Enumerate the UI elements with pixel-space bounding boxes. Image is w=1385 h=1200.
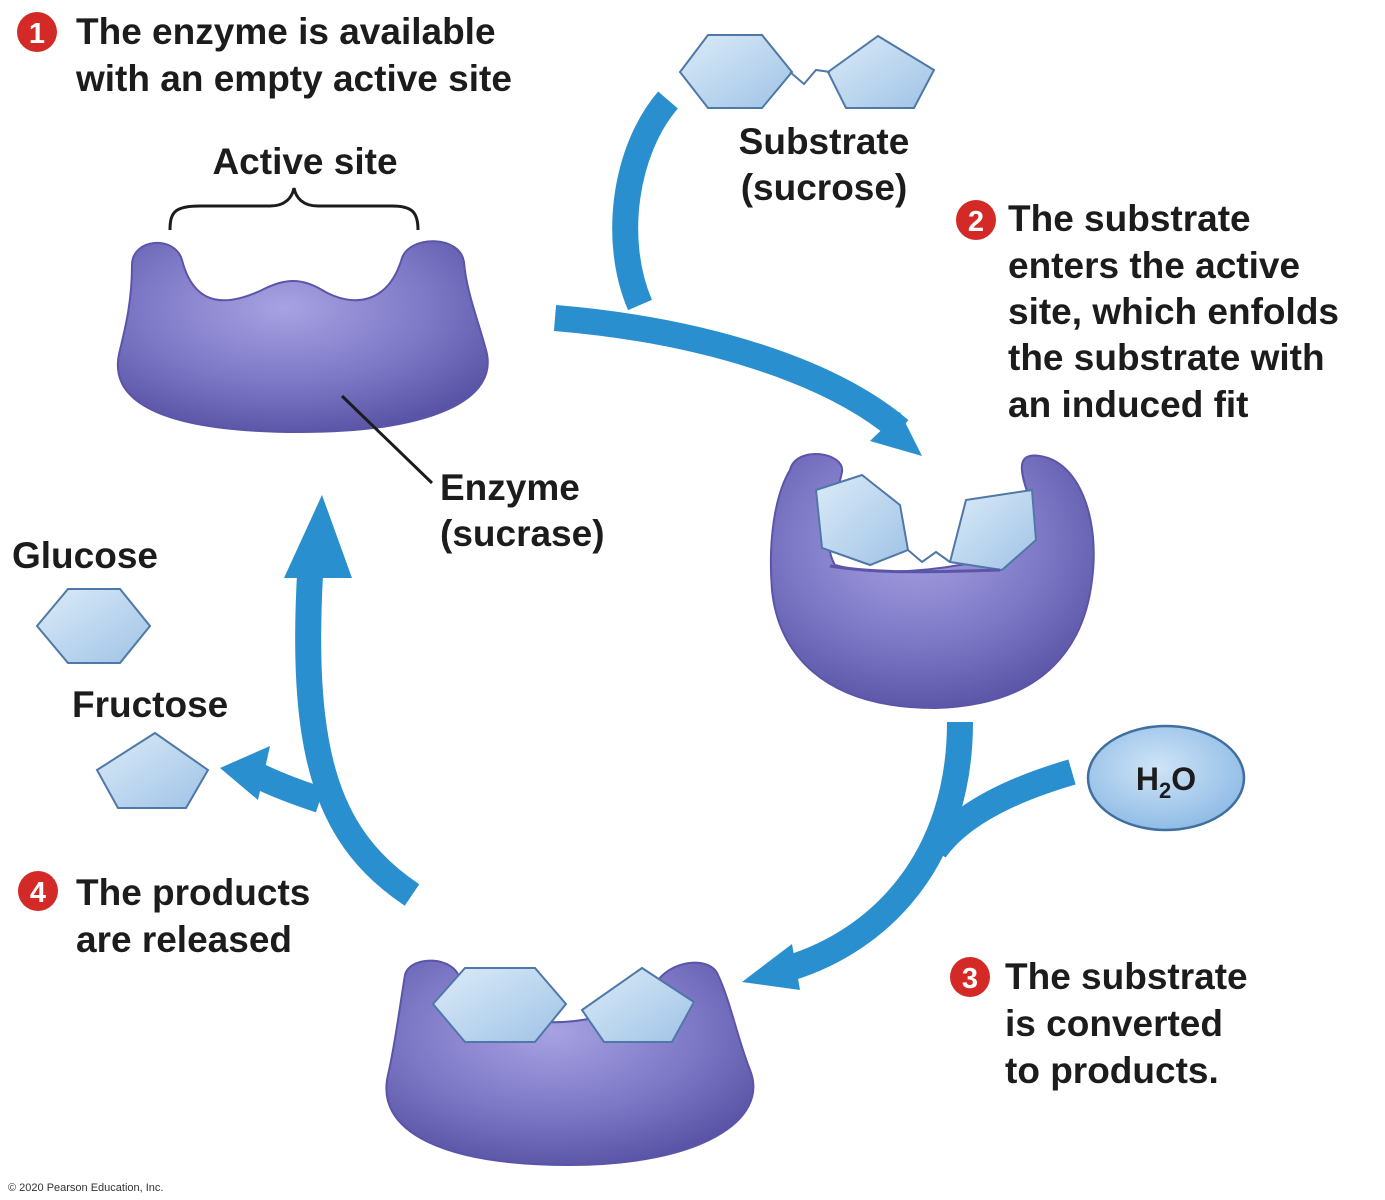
- water-entry-arrow: [924, 759, 1076, 858]
- active-site-bracket: [168, 187, 420, 231]
- substrate-entry-arrow: [612, 91, 679, 311]
- fructose-label: Fructose: [72, 684, 228, 725]
- enzyme-label: Enzyme: [440, 467, 580, 508]
- cycle-arrows: [248, 91, 1076, 981]
- step2-line-3: site, which enfolds: [1008, 291, 1339, 332]
- step3-number: 3: [962, 963, 978, 995]
- substrate-sublabel: (sucrose): [741, 167, 908, 208]
- sucrose-glucose-ring: [678, 34, 794, 109]
- enzyme-sublabel: (sucrase): [440, 513, 605, 554]
- arrowhead-to-step3: [742, 944, 800, 990]
- step1-caption: The enzyme is available with an empty ac…: [75, 11, 512, 99]
- step2-line-1: The substrate: [1008, 198, 1251, 239]
- enzyme-pointer-line: [340, 394, 434, 485]
- step1-line-1: The enzyme is available: [76, 11, 496, 52]
- water-oval: [1086, 724, 1246, 832]
- glucose-label: Glucose: [12, 535, 158, 576]
- step-badges: 1 2 3 4: [17, 12, 996, 997]
- active-site-label: Active site: [212, 141, 397, 182]
- arrowhead-to-step2: [870, 412, 922, 456]
- substrate-label: Substrate: [739, 121, 910, 162]
- sucrose-fructose-ring: [826, 34, 936, 109]
- sucrose-bond: [789, 68, 831, 86]
- step2-line-2: enters the active: [1008, 245, 1300, 286]
- fructose-icon: [95, 731, 210, 809]
- step2-line-4: the substrate with: [1008, 337, 1325, 378]
- step2-number: 2: [968, 206, 984, 238]
- step4-caption: The products are released: [76, 872, 310, 960]
- step2-line-5: an induced fit: [1008, 384, 1249, 425]
- step3-badge: [950, 957, 990, 997]
- step3-line-3: to products.: [1005, 1050, 1219, 1091]
- enzyme-products-complex: [385, 959, 755, 1167]
- arrowheads: [220, 412, 922, 990]
- arrow-step1-to-step2: [553, 305, 909, 440]
- arrowhead-product-release: [220, 746, 270, 800]
- step2-badge: [956, 200, 996, 240]
- released-products: [35, 588, 210, 809]
- water-molecule: H2O: [1086, 724, 1246, 832]
- arrow-step4-to-step1: [295, 574, 420, 906]
- bound-fructose-ring: [948, 488, 1038, 572]
- arrow-step2-to-step3: [786, 721, 973, 981]
- step4-line-2: are released: [76, 919, 292, 960]
- enzyme-substrate-complex: [769, 453, 1095, 710]
- step1-line-2: with an empty active site: [75, 58, 512, 99]
- enzyme-empty: [117, 240, 489, 434]
- arrowhead-to-step1: [284, 495, 352, 578]
- sucrose-molecule: [678, 34, 936, 109]
- step1-number: 1: [29, 18, 45, 50]
- bound-bond: [907, 549, 951, 564]
- step4-number: 4: [30, 877, 46, 909]
- product-glucose-ring: [431, 967, 568, 1043]
- enzyme-fold-edge: [829, 564, 1001, 574]
- step3-caption: The substrate is converted to products.: [1005, 956, 1248, 1091]
- step3-line-2: is converted: [1005, 1003, 1223, 1044]
- water-label: H2O: [1136, 761, 1196, 803]
- product-fructose-ring: [580, 966, 696, 1043]
- product-release-arrow: [248, 762, 325, 813]
- step4-line-1: The products: [76, 872, 310, 913]
- glucose-icon: [35, 588, 152, 664]
- step4-badge: [18, 871, 58, 911]
- step1-badge: [17, 12, 57, 52]
- enzyme-body-3: [385, 959, 755, 1167]
- enzyme-body-1: [117, 240, 489, 434]
- step2-caption: The substrate enters the active site, wh…: [1008, 198, 1339, 425]
- step3-line-1: The substrate: [1005, 956, 1248, 997]
- copyright-notice: © 2020 Pearson Education, Inc.: [8, 1182, 163, 1194]
- bound-glucose-ring: [814, 473, 910, 567]
